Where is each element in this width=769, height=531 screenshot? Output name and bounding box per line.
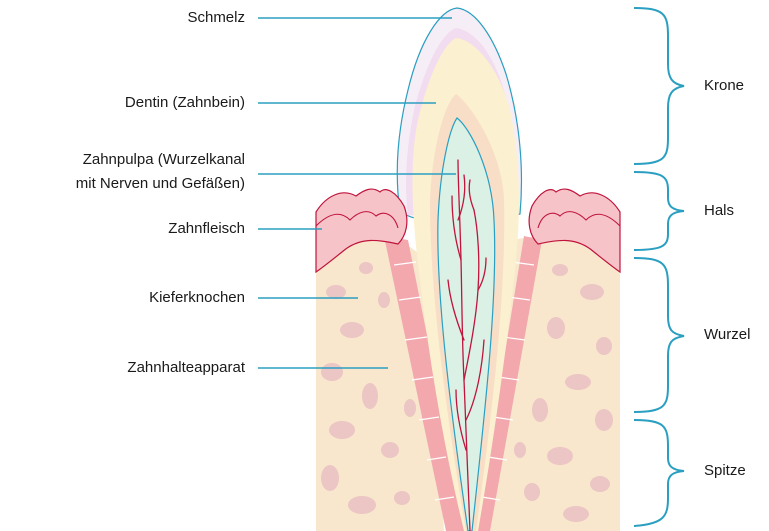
bone-cavity bbox=[547, 317, 565, 339]
bone-cavity bbox=[326, 285, 346, 299]
bracket-spitze bbox=[634, 420, 684, 526]
label-schmelz: Schmelz bbox=[187, 8, 245, 28]
bone-cavity bbox=[378, 292, 390, 308]
bone-cavity bbox=[547, 447, 573, 465]
bone-cavity bbox=[348, 496, 376, 514]
bone-cavity bbox=[321, 363, 343, 381]
bracket-krone bbox=[634, 8, 684, 164]
label-zahnpulpa-line2: mit Nerven und Gefäßen) bbox=[76, 174, 245, 194]
label-zahnfleisch: Zahnfleisch bbox=[168, 219, 245, 239]
bone-cavity bbox=[359, 262, 373, 274]
label-zahnpulpa-line1: Zahnpulpa (Wurzelkanal bbox=[83, 150, 245, 170]
region-label-krone: Krone bbox=[704, 76, 744, 96]
bone-cavity bbox=[552, 264, 568, 276]
label-kieferknochen: Kieferknochen bbox=[149, 288, 245, 308]
bone-cavity bbox=[532, 398, 548, 422]
label-dentin: Dentin (Zahnbein) bbox=[125, 93, 245, 113]
bone-cavity bbox=[596, 337, 612, 355]
bone-cavity bbox=[580, 284, 604, 300]
bone-cavity bbox=[394, 491, 410, 505]
region-label-wurzel: Wurzel bbox=[704, 325, 750, 345]
bracket-wurzel bbox=[634, 258, 684, 412]
region-label-spitze: Spitze bbox=[704, 461, 746, 481]
bone-cavity bbox=[381, 442, 399, 458]
bracket-hals bbox=[634, 172, 684, 250]
bone-cavity bbox=[321, 465, 339, 491]
bone-cavity bbox=[563, 506, 589, 522]
bone-cavity bbox=[404, 399, 416, 417]
bone-cavity bbox=[362, 383, 378, 409]
bone-cavity bbox=[340, 322, 364, 338]
region-brackets bbox=[634, 8, 684, 526]
bone-cavity bbox=[514, 442, 526, 458]
label-zahnhalteapparat: Zahnhalteapparat bbox=[127, 358, 245, 378]
bone-cavity bbox=[590, 476, 610, 492]
bone-cavity bbox=[329, 421, 355, 439]
bone-cavity bbox=[565, 374, 591, 390]
region-label-hals: Hals bbox=[704, 201, 734, 221]
bone-cavity bbox=[595, 409, 613, 431]
bone-cavity bbox=[524, 483, 540, 501]
